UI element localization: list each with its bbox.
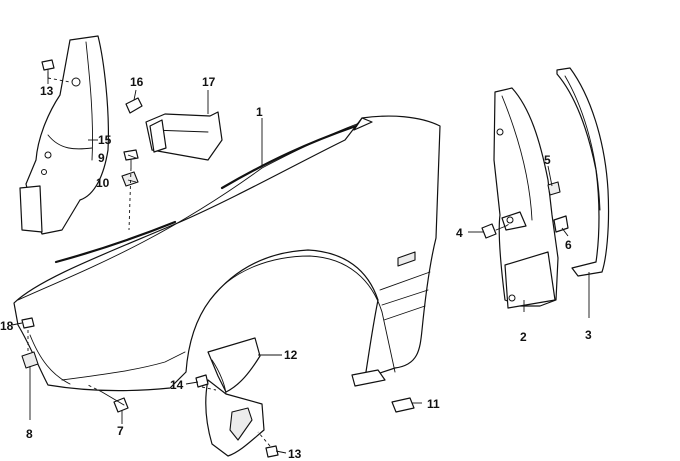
screw-7 — [101, 391, 129, 413]
clip-5 — [547, 181, 561, 196]
callout-14: 14 — [170, 378, 184, 392]
nut-10 — [121, 171, 139, 187]
clip-6 — [553, 215, 569, 233]
callout-4: 4 — [456, 226, 463, 240]
callout-17: 17 — [202, 75, 216, 89]
leader-lines — [11, 72, 590, 454]
callout-13-bottom: 13 — [288, 447, 302, 461]
callout-9: 9 — [98, 151, 105, 165]
callout-13-top: 13 — [40, 84, 54, 98]
callouts: 1 2 3 4 5 6 7 8 9 10 11 12 13 13 14 15 1… — [0, 75, 592, 461]
callout-15: 15 — [98, 133, 112, 147]
callout-10: 10 — [96, 176, 110, 190]
front-fender — [13, 115, 441, 392]
inner-panel-rear — [493, 87, 559, 309]
clip-14 — [195, 374, 209, 388]
callout-11: 11 — [427, 397, 440, 411]
mud-flap — [205, 337, 265, 457]
clip-16 — [125, 97, 143, 114]
screw-18 — [21, 317, 35, 329]
bolt-13-bottom — [265, 445, 279, 458]
nut-8 — [21, 351, 39, 369]
assembly-lines — [27, 77, 513, 447]
callout-2: 2 — [520, 330, 527, 344]
screw-4 — [481, 223, 507, 239]
callout-8: 8 — [26, 427, 33, 441]
grommet-11 — [391, 397, 415, 413]
callout-12: 12 — [284, 348, 298, 362]
seal-strip — [556, 67, 610, 277]
callout-1: 1 — [256, 105, 263, 119]
callout-5: 5 — [544, 153, 551, 167]
screw-9 — [123, 149, 139, 169]
bracket-17 — [145, 111, 223, 161]
callout-6: 6 — [565, 238, 572, 252]
inner-panel-upper — [19, 35, 109, 235]
callout-3: 3 — [585, 328, 592, 342]
callout-16: 16 — [130, 75, 144, 89]
callout-7: 7 — [117, 424, 124, 438]
callout-18: 18 — [0, 319, 14, 333]
